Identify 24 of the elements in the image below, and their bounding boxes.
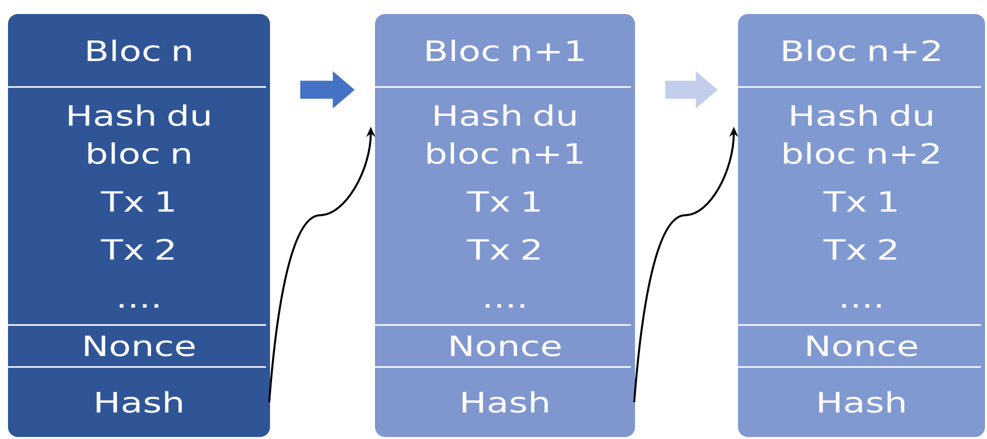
body-text: Tx 1 (823, 191, 896, 212)
body-text: Tx 2 (466, 238, 540, 260)
hash-label: Hash (819, 391, 904, 413)
nonce-label: Nonce (808, 336, 918, 356)
block-title: Bloc n+1 (426, 40, 584, 62)
block-title: Bloc n+2 (783, 40, 940, 62)
body-text: Hash du bloc n+2 (784, 104, 939, 164)
body-text: Hash du bloc n (68, 104, 210, 164)
hash-label: Hash (96, 391, 182, 413)
block-card (375, 14, 635, 437)
body-text: Tx 1 (466, 191, 540, 212)
body-text: .... (120, 304, 158, 308)
block-card (738, 14, 986, 437)
nonce-label: Nonce (451, 336, 561, 356)
body-text: Tx 2 (100, 238, 174, 260)
body-text: .... (486, 304, 524, 308)
body-text: Tx 2 (823, 238, 896, 260)
block-title: Bloc n (88, 40, 191, 62)
body-text: Hash du bloc n+1 (428, 104, 582, 164)
block-card (8, 14, 270, 437)
hash-label: Hash (462, 391, 548, 413)
nonce-label: Nonce (85, 336, 195, 356)
body-text: .... (842, 304, 881, 308)
body-text: Tx 1 (100, 191, 174, 212)
